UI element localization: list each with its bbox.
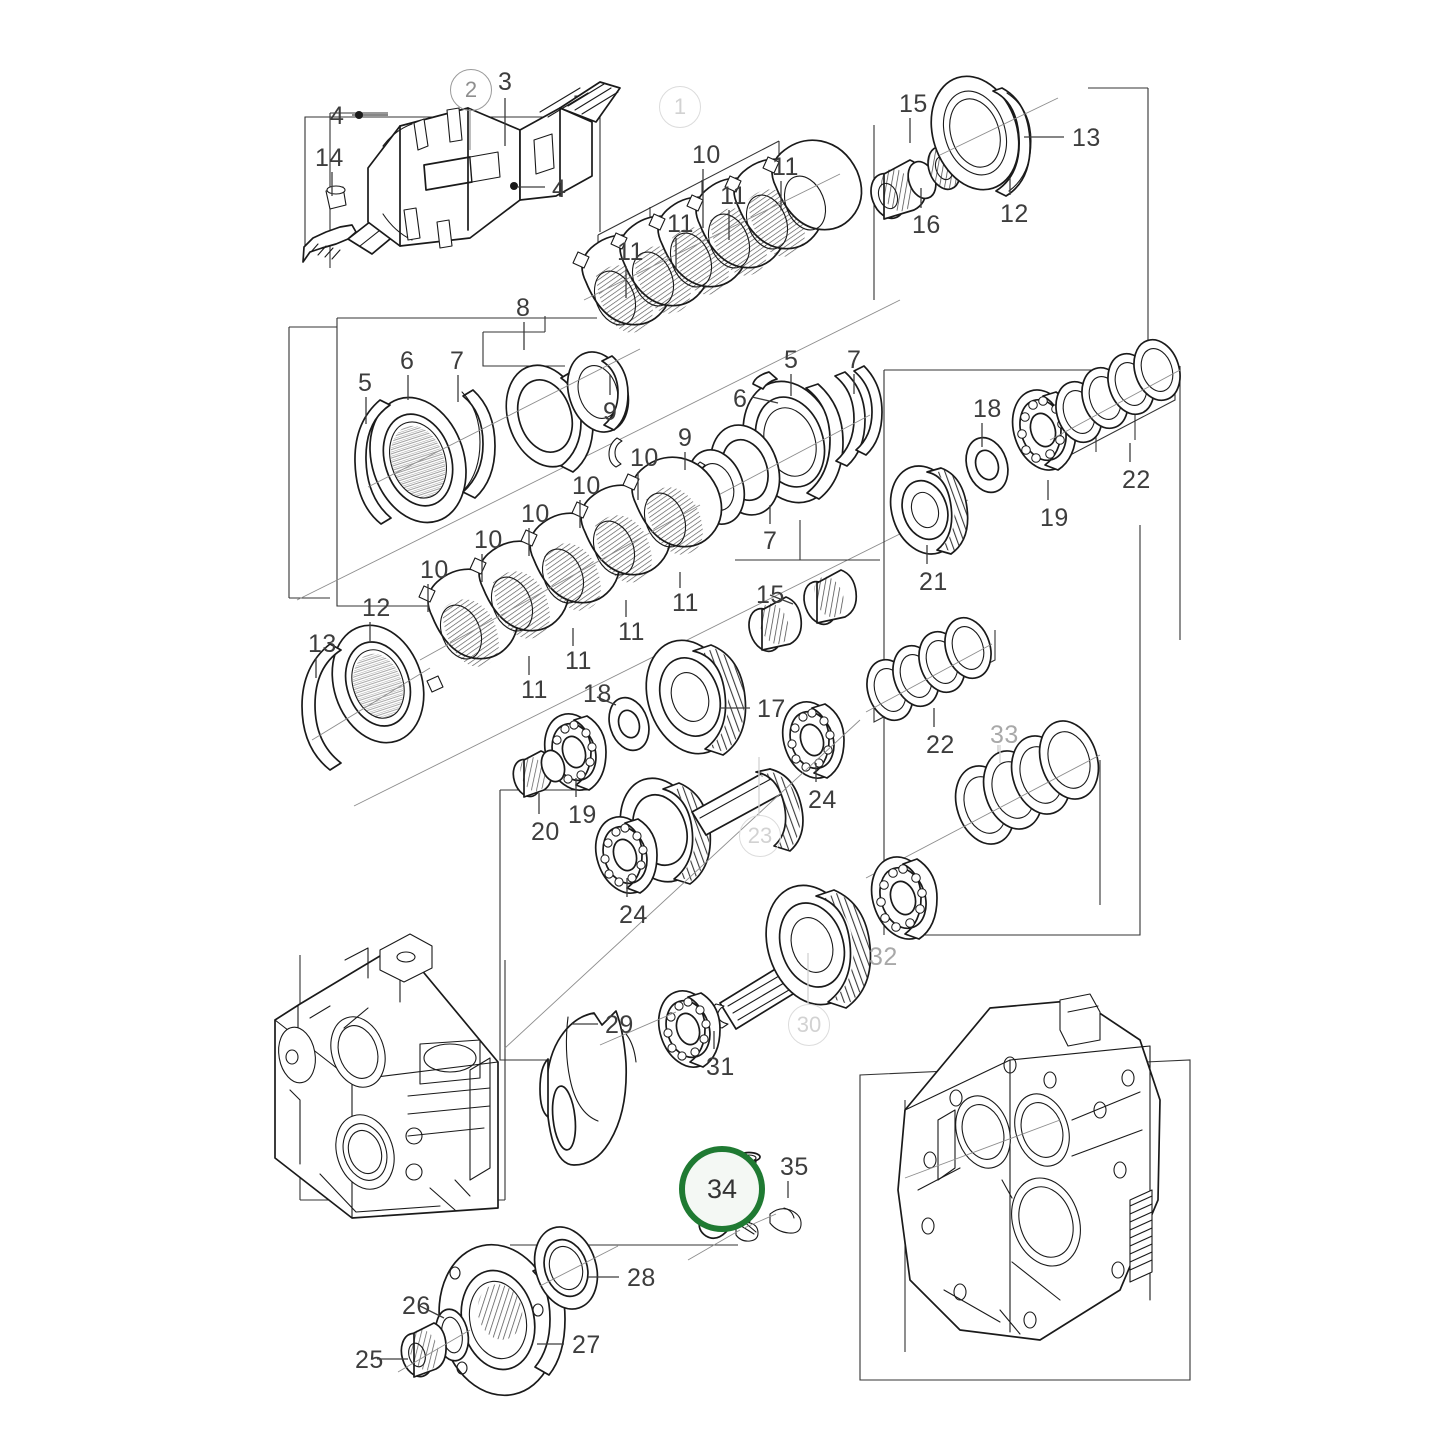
group-callout-30[interactable]: 30	[788, 1004, 830, 1046]
part-label-15a: 15	[899, 90, 928, 118]
ring-12-13-lower	[301, 624, 431, 771]
group-callout-2[interactable]: 2	[450, 69, 492, 111]
part-label-20: 20	[531, 818, 560, 846]
needle-bearings-mid	[748, 569, 858, 653]
group-callout-1[interactable]: 1	[659, 86, 701, 128]
part-label-5b: 5	[784, 346, 799, 374]
gear-21-group	[889, 465, 969, 555]
part-label-10b: 10	[630, 444, 659, 472]
group-label-33: 33	[990, 721, 1019, 749]
part-label-5a: 5	[358, 369, 373, 397]
highlighted-part-callout-34[interactable]: 34	[679, 1146, 765, 1232]
part-label-24b: 24	[619, 901, 648, 929]
callout-leaders-faint	[758, 745, 1001, 1004]
part-label-11g: 11	[565, 647, 592, 675]
clutch-pack-top	[572, 139, 863, 333]
part-label-10e: 10	[474, 526, 503, 554]
part-label-16: 16	[912, 211, 941, 239]
part-label-10f: 10	[420, 556, 449, 584]
shims-22-upper	[1049, 338, 1181, 444]
part-label-11f: 11	[618, 618, 645, 646]
transmission-case	[274, 933, 499, 1219]
clip-35	[743, 1207, 802, 1234]
part-label-8: 8	[516, 294, 531, 322]
gear-17	[645, 639, 747, 756]
part-label-6a: 6	[400, 347, 415, 375]
output-shaft-30	[657, 856, 938, 1068]
part-input-shaft	[302, 81, 621, 263]
part-label-24a: 24	[808, 786, 837, 814]
part-label-10d: 10	[521, 500, 550, 528]
part-label-17: 17	[757, 695, 786, 723]
part-label-25: 25	[355, 1346, 384, 1374]
part-label-13a: 13	[1072, 124, 1101, 152]
part-label-18a: 18	[973, 395, 1002, 423]
part-label-7a: 7	[450, 347, 465, 375]
part-label-9b: 9	[678, 424, 693, 452]
part-label-11h: 11	[521, 676, 548, 704]
output-flange-assembly	[397, 1226, 619, 1397]
part-label-6b: 6	[733, 385, 748, 413]
group-label-32: 32	[869, 943, 898, 971]
part-label-22b: 22	[926, 731, 955, 759]
part-label-11a: 11	[772, 153, 799, 181]
part-label-12b: 12	[362, 594, 391, 622]
shims-22-lower	[865, 616, 993, 722]
part-label-22a: 22	[1122, 466, 1151, 494]
part-label-31: 31	[706, 1053, 735, 1081]
part-label-9a: 9	[603, 398, 618, 426]
leader-lines	[315, 98, 1131, 1360]
countershaft-23	[504, 701, 861, 1049]
part-label-11e: 11	[672, 589, 699, 617]
washer-18-mid	[608, 696, 650, 752]
part-label-27: 27	[572, 1331, 601, 1359]
part-label-21: 21	[919, 568, 948, 596]
part-label-18b: 18	[583, 680, 612, 708]
part-label-19b: 19	[568, 801, 597, 829]
clutch-pack-lower	[418, 456, 723, 693]
part-label-26: 26	[402, 1292, 431, 1320]
group-callout-23[interactable]: 23	[739, 815, 781, 857]
part-label-7c: 7	[763, 527, 778, 555]
part-label-13b: 13	[308, 630, 337, 658]
part-label-11b: 11	[720, 182, 747, 210]
part-label-35: 35	[780, 1153, 809, 1181]
shims-33	[865, 720, 1101, 879]
part-label-28: 28	[627, 1264, 656, 1292]
part-label-19a: 19	[1040, 504, 1069, 532]
part-label-11c: 11	[667, 210, 694, 238]
part-label-14: 14	[315, 144, 344, 172]
part-label-4a: 4	[330, 102, 345, 130]
part-label-12a: 12	[1000, 200, 1029, 228]
part-label-29: 29	[605, 1011, 634, 1039]
part-label-4b: 4	[552, 175, 567, 203]
bell-housing	[897, 993, 1161, 1341]
part-label-3: 3	[498, 68, 513, 96]
nut-20	[512, 749, 566, 798]
ring-12-13	[930, 75, 1059, 197]
cover-29	[539, 1010, 677, 1166]
part-label-11d: 11	[617, 238, 644, 266]
part-label-10c: 10	[572, 472, 601, 500]
part-label-15b: 15	[756, 581, 785, 609]
needle-bearings-top	[870, 145, 961, 220]
drum-assembly-left	[354, 348, 641, 525]
washer-18-right	[965, 436, 1009, 494]
part-label-7b: 7	[847, 346, 862, 374]
part-label-10a: 10	[692, 141, 721, 169]
